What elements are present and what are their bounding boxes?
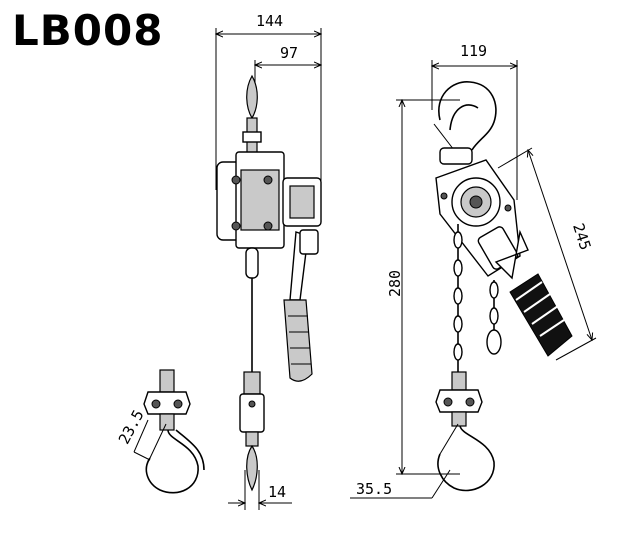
dim-handle-offset: 97 xyxy=(280,44,298,62)
dim-hook-opening-bottom: 35.5 xyxy=(356,480,392,498)
model-title: LB008 xyxy=(12,6,164,55)
dim-side-width: 119 xyxy=(460,42,487,60)
dim-overall-width: 144 xyxy=(256,12,283,30)
front-view: 144 97 xyxy=(216,12,321,510)
bottom-hook-curve xyxy=(145,429,199,494)
dim-lift-height: 280 xyxy=(386,270,404,297)
side-view: 119 280 245 xyxy=(350,42,597,499)
dim-handle-length: 245 xyxy=(569,221,594,252)
lever-grip-side xyxy=(509,273,573,357)
dim-chain-width: 14 xyxy=(268,483,286,501)
bottom-hook-detail: 23.5 xyxy=(115,369,205,494)
dim-hook-opening-top: 23.5 xyxy=(115,407,148,447)
dim-line-245 xyxy=(528,150,592,340)
bottom-hook-side-curve xyxy=(437,425,495,492)
top-hook-side xyxy=(246,74,258,120)
lever-grip-front xyxy=(283,299,313,382)
bottom-hook-side xyxy=(246,444,258,492)
top-hook-curve xyxy=(438,81,497,151)
